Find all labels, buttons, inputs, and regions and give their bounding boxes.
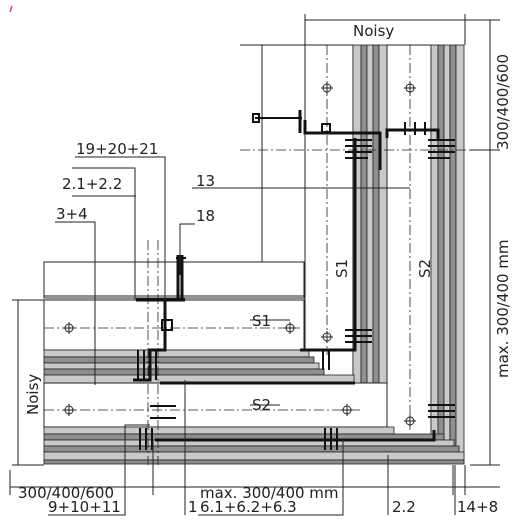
label-dim-bottom-mid: max. 300/400 mm (200, 484, 339, 502)
clip-brackets (137, 122, 455, 450)
label-6-1-6-2-6-3: 6.1+6.2+6.3 (200, 498, 297, 516)
label-noisy-left: Noisy (24, 374, 42, 415)
label-s2-vertical: S2 (416, 259, 434, 278)
label-s1-horizontal: S1 (252, 312, 271, 330)
dimension-lines (9, 14, 500, 516)
label-dim-right-top: 300/400/600 (494, 54, 512, 150)
label-s2-horizontal: S2 (252, 396, 271, 414)
existing-slab (43, 261, 305, 301)
fixing-bolts (150, 113, 331, 419)
frame-outline (44, 44, 305, 263)
label-13: 13 (196, 172, 215, 190)
label-19-20-21: 19+20+21 (76, 140, 158, 158)
screw-markers (63, 82, 416, 427)
label-s1-vertical: S1 (333, 259, 351, 278)
label-3-4: 3+4 (56, 205, 88, 223)
label-dim-right-mid: max. 300/400 mm (494, 239, 512, 378)
label-18: 18 (196, 207, 215, 225)
label-noisy-top: Noisy (353, 22, 394, 40)
label-14-8: 14+8 (457, 498, 498, 516)
accent-mark (9, 5, 13, 13)
steel-profiles (133, 110, 440, 442)
labels: Noisy 300/400/600 max. 300/400 mm Noisy … (18, 22, 512, 516)
label-dim-bottom-left: 300/400/600 (18, 484, 114, 502)
label-2-2: 2.2 (392, 498, 416, 516)
horizontal-wall (43, 299, 465, 465)
center-lines (44, 45, 500, 465)
label-9-10-11: 9+10+11 (48, 498, 121, 516)
label-2-1-2-2: 2.1+2.2 (62, 175, 122, 193)
label-1: 1 (188, 498, 198, 516)
